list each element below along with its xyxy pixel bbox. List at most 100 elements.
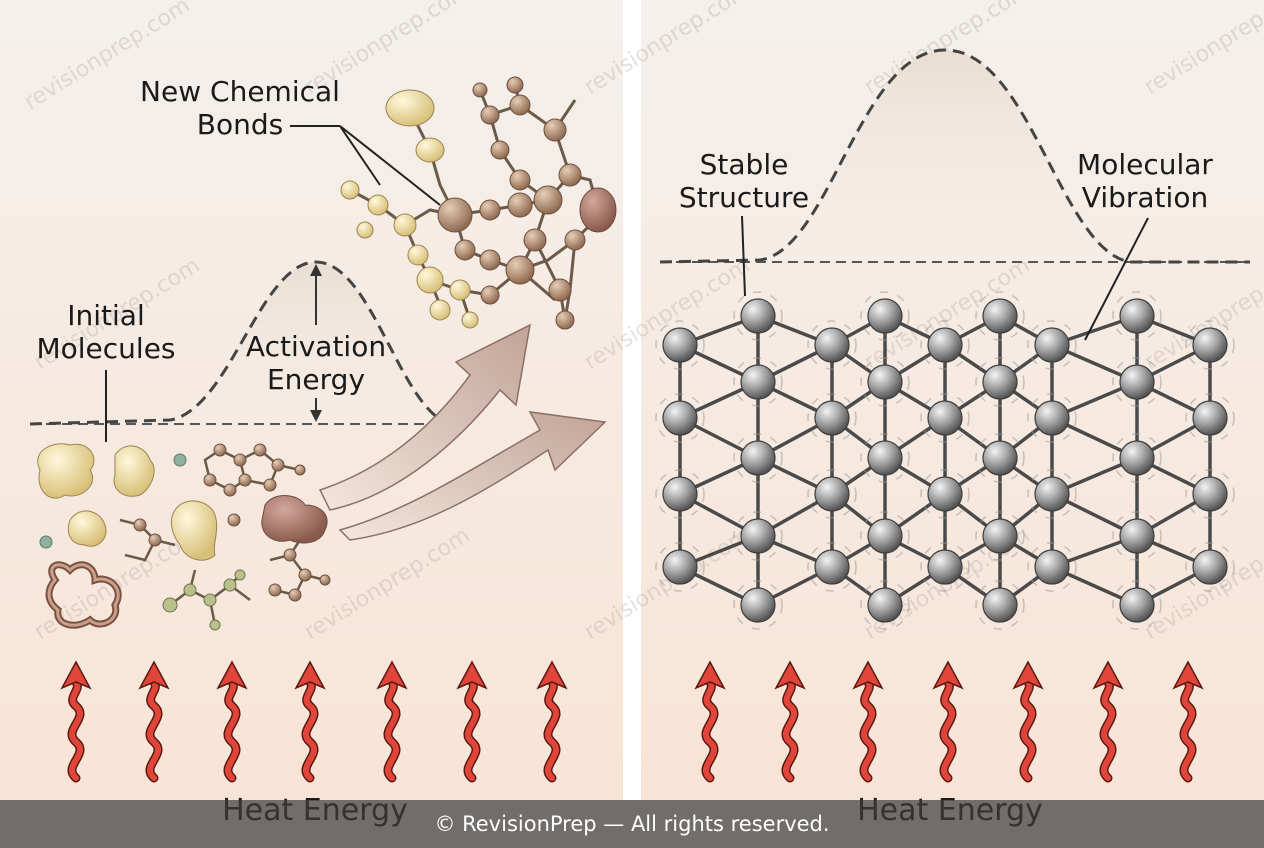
lattice-atom — [867, 440, 903, 476]
label-initial-line1: Initial — [67, 299, 144, 332]
lattice-atom — [1119, 587, 1155, 623]
lattice-atom — [662, 476, 698, 512]
atom-vibration-halo — [655, 469, 705, 519]
lattice-atom — [662, 327, 698, 363]
lattice-atom — [814, 327, 850, 363]
vibration-hump-fill — [660, 50, 1250, 262]
atom-vibration-halo — [733, 580, 783, 630]
lattice-atom — [1119, 518, 1155, 554]
lattice-atom — [982, 440, 1018, 476]
lattice-atom — [1192, 549, 1228, 585]
copyright-footer: © RevisionPrep — All rights reserved. — [0, 800, 1264, 848]
label-vibration-line2: Vibration — [1082, 181, 1208, 214]
lattice-atom — [867, 518, 903, 554]
lattice-atom — [1192, 400, 1228, 436]
atom-vibration-halo — [1185, 542, 1235, 592]
lattice-atom — [740, 587, 776, 623]
lattice-atom — [982, 587, 1018, 623]
lattice-atom — [1119, 364, 1155, 400]
atom-vibration-halo — [655, 542, 705, 592]
lattice-atom — [1034, 476, 1070, 512]
atom-vibration-halo — [1027, 393, 1077, 443]
lattice-atom — [1192, 327, 1228, 363]
atom-vibration-halo — [920, 320, 970, 370]
atom-vibration-halo — [807, 469, 857, 519]
atom-vibration-halo — [1185, 320, 1235, 370]
lattice-atom — [1192, 476, 1228, 512]
atom-vibration-halo — [1027, 542, 1077, 592]
lattice-atom — [867, 587, 903, 623]
atom-vibration-halo — [733, 511, 783, 561]
lattice-atom — [740, 364, 776, 400]
lattice-atom — [1034, 327, 1070, 363]
atom-vibration-halo — [920, 542, 970, 592]
label-stable-line1: Stable — [700, 148, 789, 181]
lattice-atom — [982, 364, 1018, 400]
vibration-energy-curve — [659, 48, 1250, 264]
atom-vibration-halo — [975, 580, 1025, 630]
atom-vibration-halo — [920, 469, 970, 519]
atom-vibration-halo — [920, 393, 970, 443]
atom-vibration-halo — [1185, 393, 1235, 443]
atom-vibration-halo — [1112, 580, 1162, 630]
atom-vibration-halo — [655, 393, 705, 443]
atom-vibration-halo — [1027, 320, 1077, 370]
atom-vibration-halo — [975, 291, 1025, 341]
lattice-atom — [927, 400, 963, 436]
lattice-atom — [662, 400, 698, 436]
atom-vibration-halo — [1185, 469, 1235, 519]
lattice-atom — [814, 400, 850, 436]
lattice-atom — [927, 549, 963, 585]
label-activation-line2: Energy — [267, 363, 365, 396]
atom-vibration-halo — [733, 357, 783, 407]
activation-energy-arrow — [310, 264, 322, 422]
stable-structure-leader — [741, 215, 746, 297]
lattice-atom — [662, 549, 698, 585]
lattice-atom — [1119, 440, 1155, 476]
atom-vibration-halo — [975, 357, 1025, 407]
initial-molecules — [37, 443, 331, 631]
lattice-atom — [982, 518, 1018, 554]
label-stable-line2: Structure — [679, 181, 809, 214]
lattice-atom — [982, 298, 1018, 334]
label-activation-line1: Activation — [246, 330, 386, 363]
atom-vibration-halo — [860, 580, 910, 630]
atom-vibration-halo — [1112, 357, 1162, 407]
atom-vibration-halo — [1027, 469, 1077, 519]
lattice-atom — [927, 476, 963, 512]
atom-vibration-halo — [807, 393, 857, 443]
lattice-atom — [740, 298, 776, 334]
lattice-atom — [740, 518, 776, 554]
lattice-atom — [1034, 400, 1070, 436]
lattice-atom — [1034, 549, 1070, 585]
lattice-atom — [867, 364, 903, 400]
atom-vibration-halo — [860, 357, 910, 407]
atom-vibration-halo — [1112, 291, 1162, 341]
lattice-atom — [867, 298, 903, 334]
new-bonds-leaders — [290, 125, 441, 206]
reaction-arrows — [318, 323, 607, 541]
label-new-bonds-line1: New Chemical — [140, 75, 340, 108]
lattice-atom — [740, 440, 776, 476]
atom-vibration-halo — [807, 542, 857, 592]
atom-vibration-halo — [860, 291, 910, 341]
activation-hump-fill — [30, 262, 620, 424]
lattice-atom — [927, 327, 963, 363]
panel-divider — [623, 0, 641, 800]
label-new-bonds-line2: Bonds — [197, 108, 283, 141]
atom-vibration-halo — [733, 433, 783, 483]
label-vibration-line1: Molecular — [1077, 148, 1213, 181]
new-bonds-molecule — [340, 76, 617, 330]
activation-energy-curve — [29, 260, 451, 426]
crystal-lattice — [655, 291, 1235, 630]
atom-vibration-halo — [975, 511, 1025, 561]
lattice-atom — [1119, 298, 1155, 334]
atom-vibration-halo — [1112, 433, 1162, 483]
atom-vibration-halo — [860, 433, 910, 483]
atom-vibration-halo — [655, 320, 705, 370]
atom-vibration-halo — [975, 433, 1025, 483]
molecular-vibration-leader — [1084, 217, 1149, 341]
lattice-atom — [814, 476, 850, 512]
